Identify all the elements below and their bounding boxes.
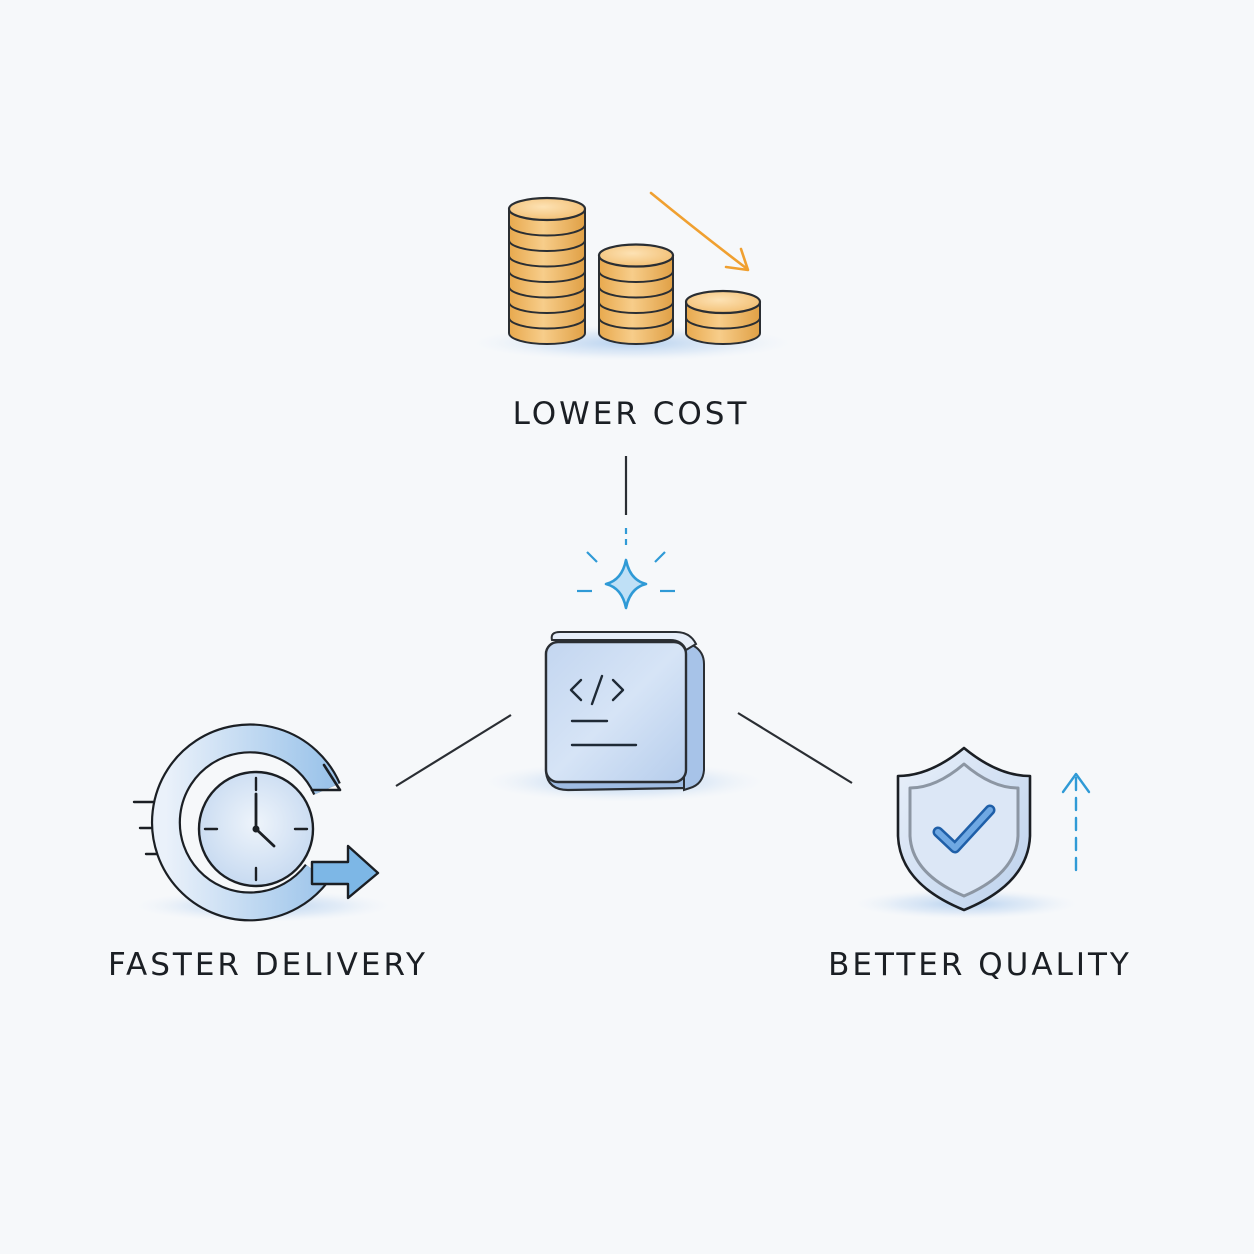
up-arrow-icon <box>1061 772 1091 878</box>
coin-stack-tall <box>507 196 587 345</box>
connectors <box>395 456 853 787</box>
coin-stack-short <box>684 289 762 345</box>
coin-top <box>507 196 587 222</box>
code-block-icon <box>484 631 764 802</box>
down-trend-arrow-icon <box>649 191 750 272</box>
shield-check-icon <box>854 746 1091 919</box>
connector-left <box>395 714 512 787</box>
clock-ticks <box>203 776 309 882</box>
clock-cycle-icon <box>132 723 391 922</box>
lower-cost-label: LOWER COST <box>513 396 750 432</box>
coin-top <box>684 289 762 315</box>
connector-right <box>737 712 853 784</box>
faster-delivery-label: FASTER DELIVERY <box>108 947 428 983</box>
sparkle-icon <box>577 528 675 610</box>
coin-stack-medium <box>597 243 675 345</box>
better-quality-label: BETTER QUALITY <box>828 947 1132 983</box>
coin-top <box>597 243 675 268</box>
coin-stacks-icon <box>472 191 792 361</box>
clock-hands <box>254 792 276 848</box>
code-brackets-icon <box>569 674 638 747</box>
